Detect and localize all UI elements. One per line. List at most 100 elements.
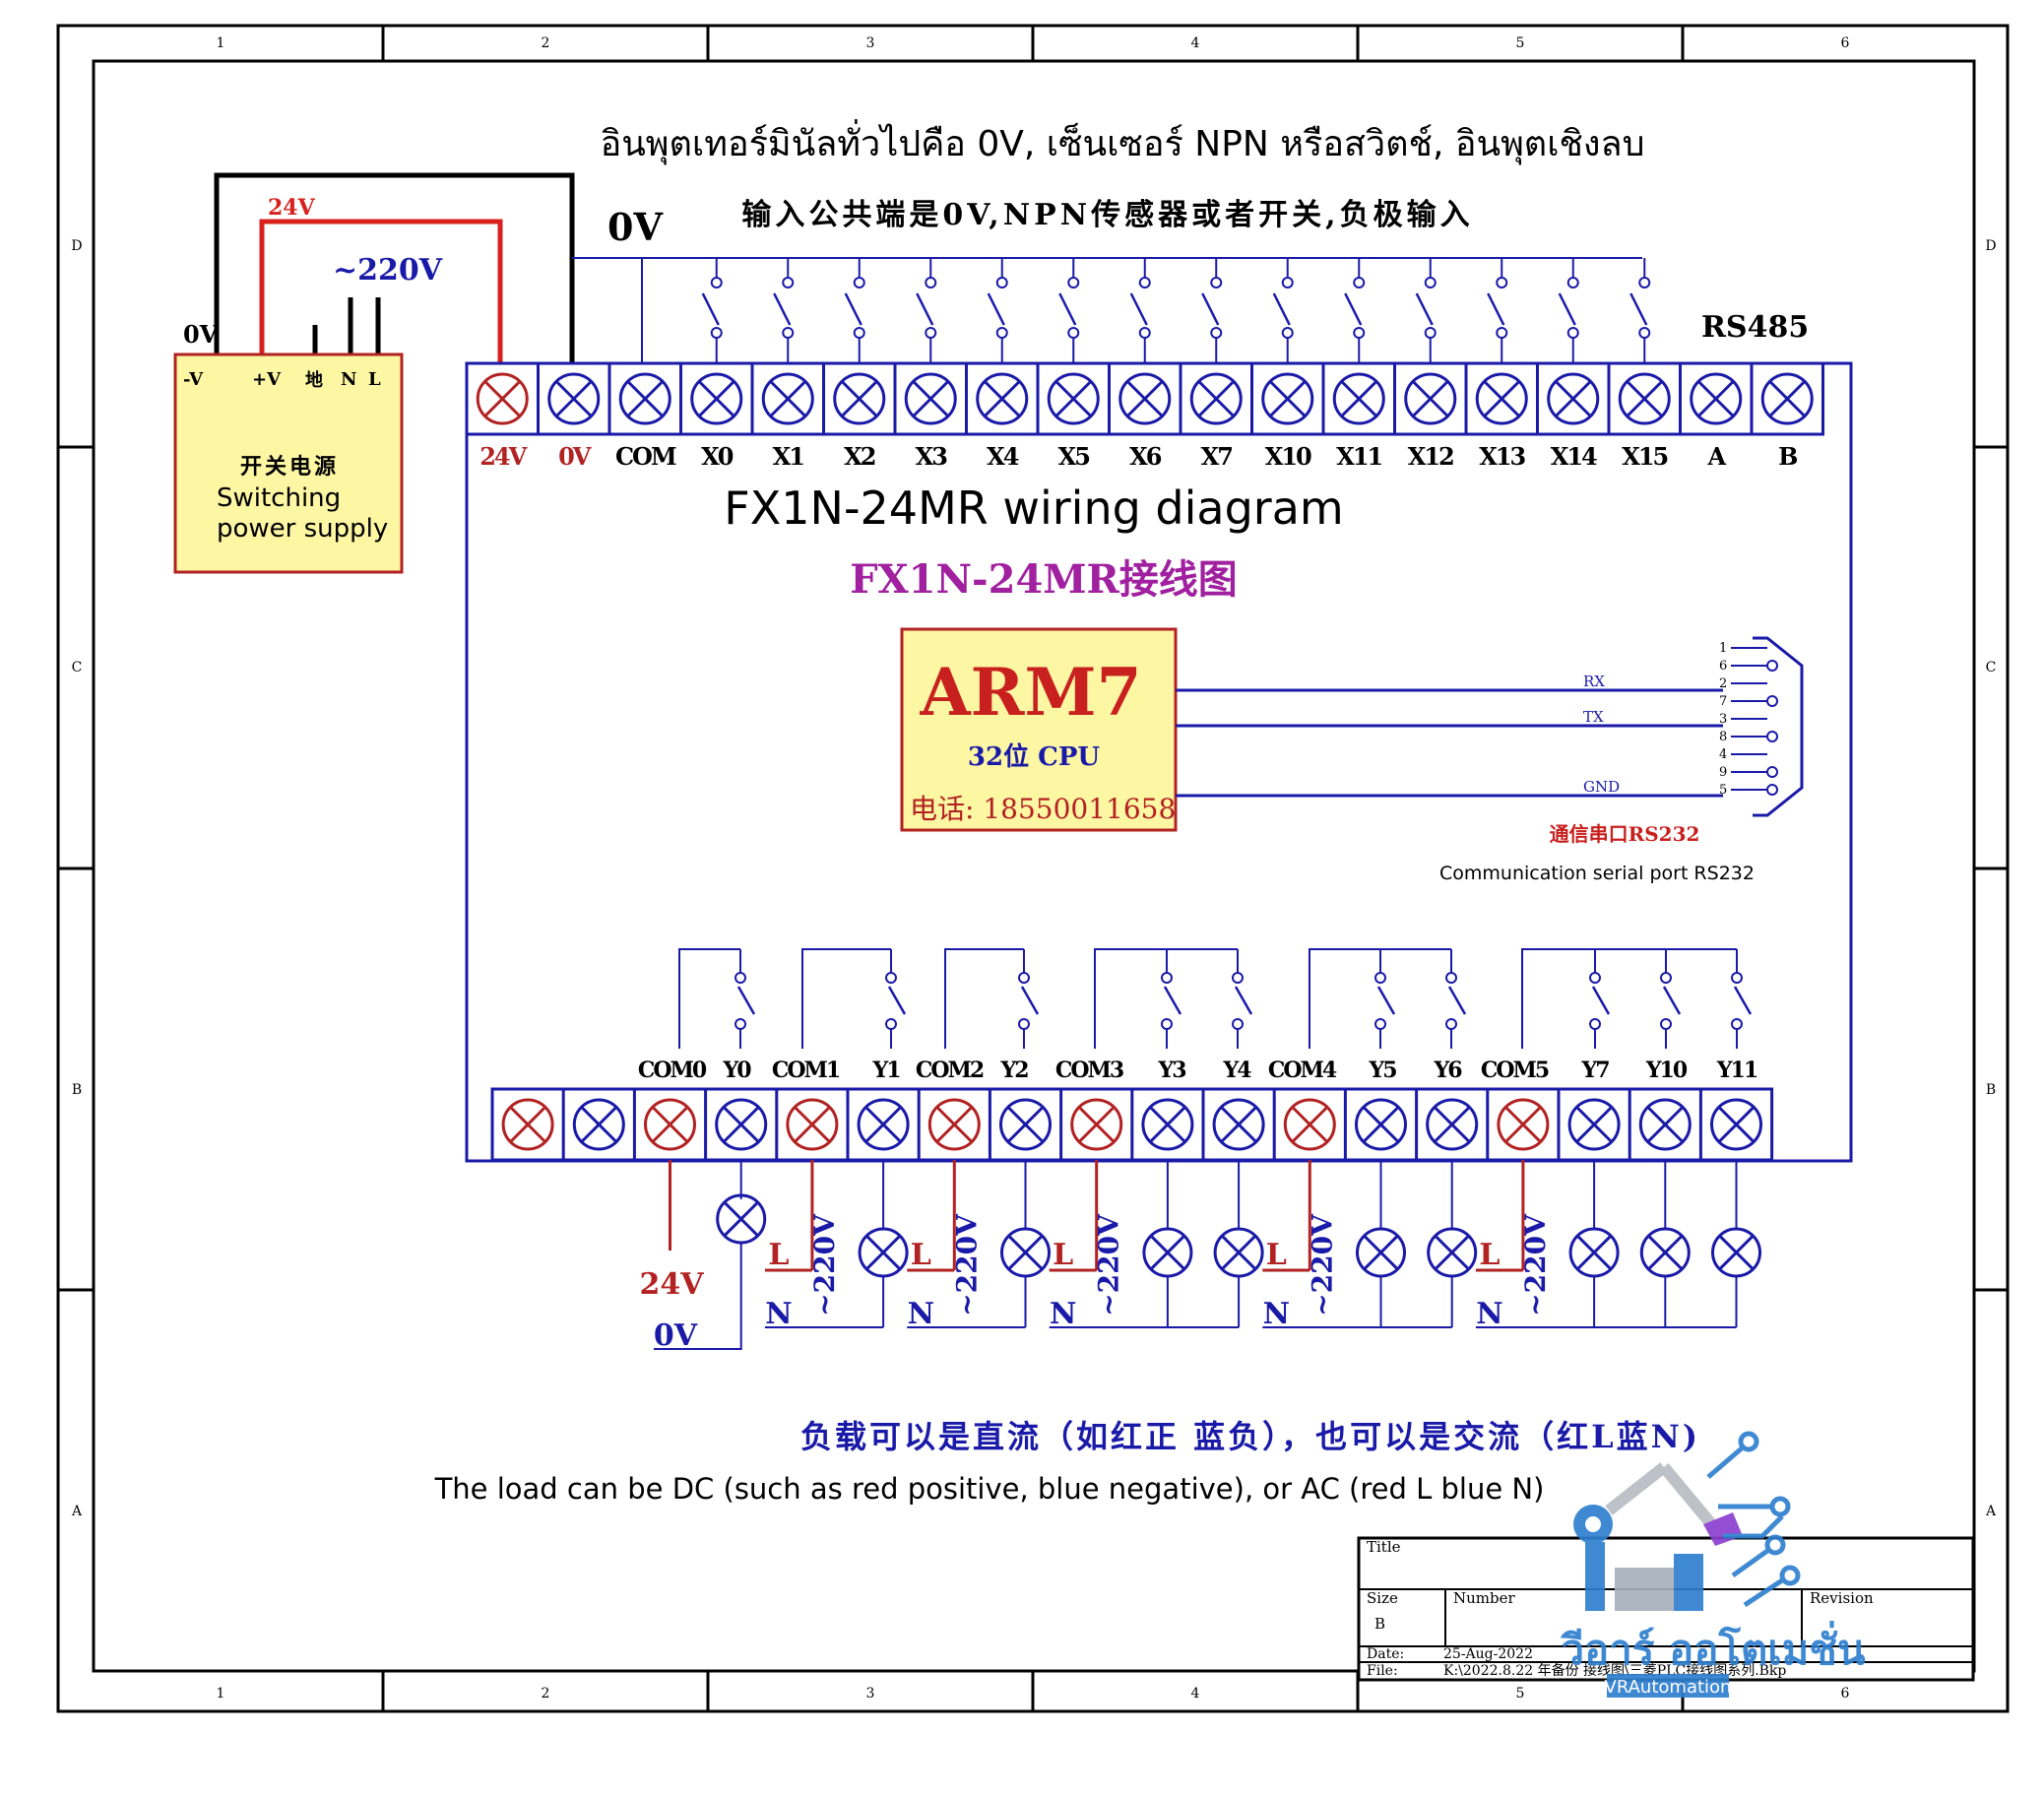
relay-contact-bottom: [1374, 1018, 1386, 1030]
db9-pin-number: 2: [1719, 676, 1727, 691]
bottom-terminal-screw-icon-ring: [1141, 1098, 1194, 1151]
switch-contact-top: [853, 277, 865, 289]
ac-220v-label: ~220V: [1093, 1213, 1125, 1316]
top-terminal-label-x1: X1: [773, 442, 804, 471]
switch-contact-top: [1210, 277, 1223, 289]
bottom-terminal-screw-icon: [572, 1098, 625, 1151]
ac-lamp-icon: [1568, 1227, 1620, 1278]
top-terminal-label-x4: X4: [987, 442, 1019, 471]
relay-contact-bottom: [735, 1018, 746, 1030]
db9-pin-socket: [1766, 766, 1778, 778]
top-terminal-label-x10: X10: [1265, 442, 1311, 471]
row-label: D: [1985, 238, 1996, 254]
bottom-terminal-screw-icon: [715, 1098, 768, 1151]
bottom-terminal-label-com5: COM5: [1481, 1058, 1549, 1083]
ac-lamp-icon: [1639, 1227, 1691, 1278]
bottom-terminal-label-y6: Y6: [1433, 1058, 1462, 1083]
bottom-terminal-screw-icon-x2: [723, 1106, 759, 1143]
relay-common-bus: [801, 948, 891, 1049]
bottom-terminal-screw-icon-ring: [927, 1098, 981, 1151]
bottom-terminal-screw-icon-ring: [1355, 1098, 1407, 1151]
tx-label: TX: [1583, 708, 1604, 726]
label-220v-supply: ~220V: [333, 253, 443, 288]
top-terminal-x10-screw-icon-ring: [1261, 372, 1314, 425]
rs232-label-en: Communication serial port RS232: [1439, 863, 1755, 884]
db9-pin-number: 6: [1719, 659, 1727, 674]
switch-contact-top: [1496, 277, 1508, 289]
bottom-terminal-strip: [490, 1087, 1774, 1162]
tb-date-value: 25-Aug-2022: [1443, 1646, 1533, 1662]
bottom-terminal-label-com4: COM4: [1268, 1058, 1337, 1083]
top-terminal-x4-screw-icon: [976, 372, 1029, 425]
ac-lamp-icon-x2: [1150, 1235, 1185, 1270]
bottom-terminal-screw-icon: [1567, 1098, 1621, 1151]
tb-title-label: Title: [1367, 1538, 1401, 1556]
bottom-terminal-label-com3: COM3: [1055, 1058, 1123, 1083]
switch-contact-top: [710, 277, 723, 289]
bottom-terminal-screw-icon-ring: [1638, 1098, 1692, 1151]
db9-connector-shell: [1753, 636, 1804, 817]
bottom-terminal-screw-icon: [1638, 1098, 1692, 1151]
column-label: 4: [1191, 1686, 1200, 1702]
label-0v-supply: 0V: [183, 320, 219, 349]
top-terminal-label-x14: X14: [1551, 442, 1597, 471]
output-loads: [654, 1160, 1761, 1350]
ac-l-label: L: [1479, 1238, 1500, 1272]
ac-220v-label: ~220V: [1519, 1213, 1552, 1316]
bottom-terminal-screw-icon: [857, 1098, 910, 1151]
top-terminal-x2-screw-icon: [833, 372, 886, 425]
switch-contact-bottom: [853, 327, 865, 339]
psu-label-en-1: Switching: [217, 483, 341, 513]
top-terminal-x12-screw-icon: [1404, 372, 1457, 425]
relay-contact-top: [1589, 972, 1601, 984]
dc-lamp-icon-x2: [724, 1201, 759, 1237]
top-terminal-x3-screw-icon-x2: [913, 380, 949, 417]
tb-size-label: Size: [1367, 1589, 1398, 1607]
bottom-terminal-screw-icon-ring: [857, 1098, 910, 1151]
note-cn: 负载可以是直流（如红正 蓝负），也可以是交流（红L蓝N): [800, 1418, 1700, 1455]
switch-contact-top: [925, 277, 937, 289]
dc-24v-label: 24V: [639, 1267, 704, 1302]
psu-pin-n: N: [341, 369, 356, 390]
switch-contact-bottom: [1067, 327, 1080, 339]
ac-lamp-icon: [1000, 1227, 1051, 1278]
ac-220v-label: ~220V: [808, 1213, 841, 1316]
tb-revision-label: Revision: [1810, 1589, 1874, 1607]
bottom-terminal-screw-icon-x2: [865, 1106, 902, 1143]
relay-blade: [1591, 986, 1611, 1015]
ac-l-label: L: [1266, 1238, 1287, 1272]
ac-n-label: N: [765, 1297, 792, 1331]
switch-contact-bottom: [1496, 327, 1508, 339]
psu-label-cn: 开关电源: [240, 454, 339, 480]
top-terminal-x15-screw-icon-ring: [1618, 372, 1671, 425]
top-terminal-com-screw-icon: [618, 372, 671, 425]
top-terminal-label-x11: X11: [1336, 442, 1381, 471]
switch-contact-top: [1067, 277, 1080, 289]
row-label: C: [72, 660, 83, 675]
top-terminal-label-x12: X12: [1408, 442, 1453, 471]
tb-date-label: Date:: [1367, 1646, 1404, 1662]
top-terminal-x12-screw-icon-x2: [1412, 380, 1448, 417]
bottom-terminal-screw-icon-ring: [1426, 1098, 1479, 1151]
ac-n-label: N: [908, 1297, 934, 1331]
top-terminal-label-x6: X6: [1129, 442, 1162, 471]
db9-pin-number: 1: [1719, 641, 1727, 656]
top-terminal-x4-screw-icon-x2: [984, 380, 1020, 417]
switch-contact-top: [1638, 277, 1651, 289]
db9-pin-number: 8: [1719, 730, 1727, 744]
bottom-terminal-screw-icon: [1426, 1098, 1479, 1151]
top-terminal-x6-screw-icon: [1118, 372, 1172, 425]
bottom-terminal-label-y3: Y3: [1157, 1058, 1185, 1083]
power-supply-wiring: [214, 172, 1642, 364]
top-terminal-label-x15: X15: [1622, 442, 1667, 471]
bottom-terminal-label-y1: Y1: [871, 1058, 900, 1083]
top-terminal-label-x3: X3: [916, 442, 948, 471]
ac-lamp-icon: [1427, 1227, 1478, 1278]
top-terminal-x2-screw-icon-ring: [833, 372, 886, 425]
bottom-terminal-screw-icon-x2: [794, 1106, 830, 1143]
